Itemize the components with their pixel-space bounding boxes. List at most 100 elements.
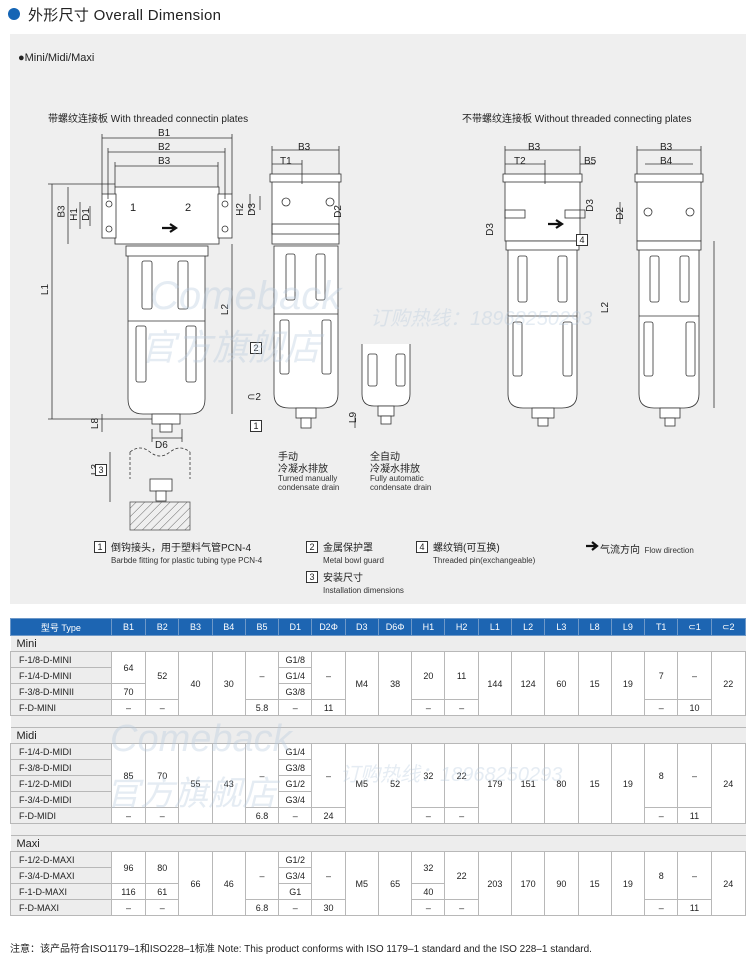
filter-head-front xyxy=(114,186,220,245)
group-row-mini: Mini xyxy=(10,635,746,652)
flow-direction-en: Flow direction xyxy=(644,546,694,555)
port-2-label: 2 xyxy=(185,202,192,214)
cell-l8: 15 xyxy=(577,851,612,916)
cell-l1: 203 xyxy=(477,851,513,916)
legend-cn-4: 螺纹销(可互换) xyxy=(433,543,500,554)
manual-drain-cn1: 手动 xyxy=(278,452,298,463)
filter-bowl-front-noplate xyxy=(507,248,578,409)
cell-b5: 6.8 xyxy=(244,807,280,824)
dim-b4: B4 xyxy=(660,156,673,167)
cell-c1: 11 xyxy=(677,807,712,824)
flow-arrow-icon xyxy=(162,223,178,233)
dim-l8: L8 xyxy=(90,417,102,430)
dim-b3-side-view: B3 xyxy=(298,142,311,153)
left-caption: 带螺纹连接板 With threaded connectin plates xyxy=(48,114,249,125)
cell-b5: – xyxy=(244,743,280,808)
cell-d1: G1/2 xyxy=(278,851,313,868)
cell-t1: 8 xyxy=(644,851,679,900)
table-row: F-1/2-D-MIDI G1/2 xyxy=(10,775,746,792)
group-row-maxi: Maxi xyxy=(10,835,746,852)
legend-en-4: Threaded pin(exchangeable) xyxy=(433,556,536,565)
cell-t1: – xyxy=(644,807,679,824)
dimension-drawing-panel: ●Mini/Midi/Maxi 带螺纹连接板 With threaded con… xyxy=(10,34,746,604)
type-cell: F-D-MINI xyxy=(10,699,112,716)
cell-c1: 10 xyxy=(677,699,712,716)
table-row: F-3/8-D-MINII 70 G3/8 xyxy=(10,683,746,700)
dim-d6: D6 xyxy=(155,440,168,451)
legend-num-1: 1 xyxy=(94,540,106,553)
legend-num-3: 3 xyxy=(306,570,318,583)
legend-en-1: Barbde fitting for plastic tubing type P… xyxy=(111,556,263,565)
cell-d1: G1 xyxy=(278,883,313,900)
cell-c1: – xyxy=(677,851,712,900)
header-b2: B2 xyxy=(145,618,180,636)
header-type: 型号 Type xyxy=(10,618,112,636)
dim-b3-side: B3 xyxy=(56,205,68,218)
cell-h1: – xyxy=(411,807,446,824)
cell-b2: 80 xyxy=(145,851,180,884)
cell-b5: – xyxy=(244,851,280,900)
cell-b3: 55 xyxy=(178,743,213,824)
type-cell: F-D-MAXI xyxy=(10,899,112,916)
dim-d3-pin: D3 xyxy=(584,199,596,212)
legend-cn-3: 安装尺寸 xyxy=(323,573,363,584)
cell-b3: 66 xyxy=(178,851,213,916)
type-cell: F-1/2-D-MIDI xyxy=(10,775,112,792)
cell-h2: 22 xyxy=(444,851,479,900)
auto-drain-cn1: 全自动 xyxy=(370,452,400,463)
port-1-label: 1 xyxy=(130,202,137,214)
cell-l1: 179 xyxy=(477,743,513,824)
header-d1: D1 xyxy=(278,618,313,636)
header-t1: T1 xyxy=(644,618,679,636)
cell-h1: – xyxy=(411,699,446,716)
cell-l2: 151 xyxy=(510,743,546,824)
legend-en-3: Installation dimensions xyxy=(323,586,404,595)
legend-marker-1: 1 xyxy=(250,420,262,432)
cell-l8: 15 xyxy=(577,651,612,716)
table-row: F-1/8-D-MINI 64 52 40 30 – G1/8 – M4 38 … xyxy=(10,651,747,716)
cell-b2: 70 xyxy=(145,743,180,808)
cell-d1: – xyxy=(278,699,313,716)
cell-l3: 60 xyxy=(544,651,579,716)
table-row: F-1-D-MAXI 116 61 G1 40 xyxy=(10,883,746,900)
cell-d1: – xyxy=(278,807,313,824)
section-title: 外形尺寸 Overall Dimension xyxy=(28,7,222,24)
cell-d3: M5 xyxy=(344,743,379,824)
cell-b5: 6.8 xyxy=(244,899,280,916)
cell-d3: M5 xyxy=(344,851,379,916)
cell-d1: G3/8 xyxy=(278,759,313,776)
cell-t1: – xyxy=(644,899,679,916)
cell-l9: 19 xyxy=(610,743,646,824)
dim-l2-noplate: L2 xyxy=(600,301,612,314)
cell-l9: 19 xyxy=(610,851,646,916)
table-row: F-D-MINI – – 5.8 – 11 – – – 10 xyxy=(10,699,746,716)
cell-d1: G1/4 xyxy=(278,743,313,760)
type-cell: F-1/4-D-MINI xyxy=(10,667,112,684)
table-row: F-D-MAXI – – 6.8 – 30 – – – 11 xyxy=(10,899,746,916)
cell-c1: – xyxy=(677,651,712,700)
cell-d2: – xyxy=(311,743,346,808)
dim-d3-noplate: D3 xyxy=(484,223,496,236)
header-c2: ⊂2 xyxy=(710,618,747,636)
table-row: F-3/4-D-MIDI G3/4 xyxy=(10,791,746,808)
cell-b1: – xyxy=(110,899,147,916)
cell-b4: 30 xyxy=(211,651,246,716)
legend-item-3: 3 安装尺寸 Installation dimensions xyxy=(306,568,404,595)
technical-drawing xyxy=(48,134,715,551)
cell-b3: 40 xyxy=(178,651,213,716)
dim-d2-noplate: D2 xyxy=(614,207,626,220)
table-row: F-1/4-D-MIDI 85 70 55 43 – G1/4 – M5 52 … xyxy=(10,743,747,824)
cell-h2: – xyxy=(444,699,479,716)
cell-h2: 11 xyxy=(444,651,479,700)
dim-t1: T1 xyxy=(280,156,292,167)
cell-d1: G3/4 xyxy=(278,867,313,884)
cell-b4: 46 xyxy=(211,851,246,916)
standards-note: 注意：该产品符合ISO1179–1和ISO228–1标准 Note: This … xyxy=(10,944,592,954)
cell-d1: G1/2 xyxy=(278,775,313,792)
flow-direction-legend: 气流方向 Flow direction xyxy=(600,540,694,558)
dim-h2: H2 xyxy=(234,203,246,216)
header-b3: B3 xyxy=(178,618,213,636)
